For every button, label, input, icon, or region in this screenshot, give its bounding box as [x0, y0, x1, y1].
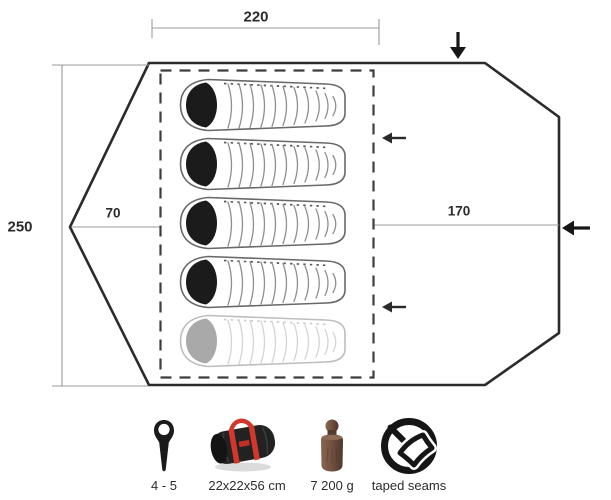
inner-tent-dashed-outline [159, 69, 375, 379]
dim-label-left-height: 250 [7, 218, 33, 236]
peg-count-label: 4 - 5 [150, 478, 178, 493]
dimension-lines [52, 19, 559, 387]
dim-label-vestibule-depth: 170 [447, 203, 471, 219]
sleeping-bag-4 [179, 255, 346, 309]
dim-label-apex-depth: 70 [105, 205, 121, 221]
pack-size-label: 22x22x56 cm [208, 478, 286, 493]
floorplan-svg [52, 19, 590, 387]
sleeping-bag-ghost [179, 314, 346, 368]
sleeping-bags [179, 78, 346, 368]
inner-door-arrow-bottom-icon [382, 301, 406, 313]
sleeping-bag-2 [179, 137, 346, 191]
entrance-arrow-down-icon [450, 32, 466, 59]
tent-peg-icon [154, 420, 174, 472]
taped-seams-icon [381, 418, 437, 474]
dim-label-top-width: 220 [243, 8, 269, 26]
carry-bag-icon [210, 418, 276, 472]
inner-door-arrow-top-icon [382, 132, 406, 144]
weight-label: 7 200 g [310, 478, 354, 493]
weight-icon [321, 419, 343, 472]
sleeping-bag-3 [179, 196, 346, 250]
side-entrance-arrow-left-icon [562, 220, 590, 236]
taped-seams-label: taped seams [371, 478, 447, 493]
sleeping-bag-1 [179, 78, 346, 132]
